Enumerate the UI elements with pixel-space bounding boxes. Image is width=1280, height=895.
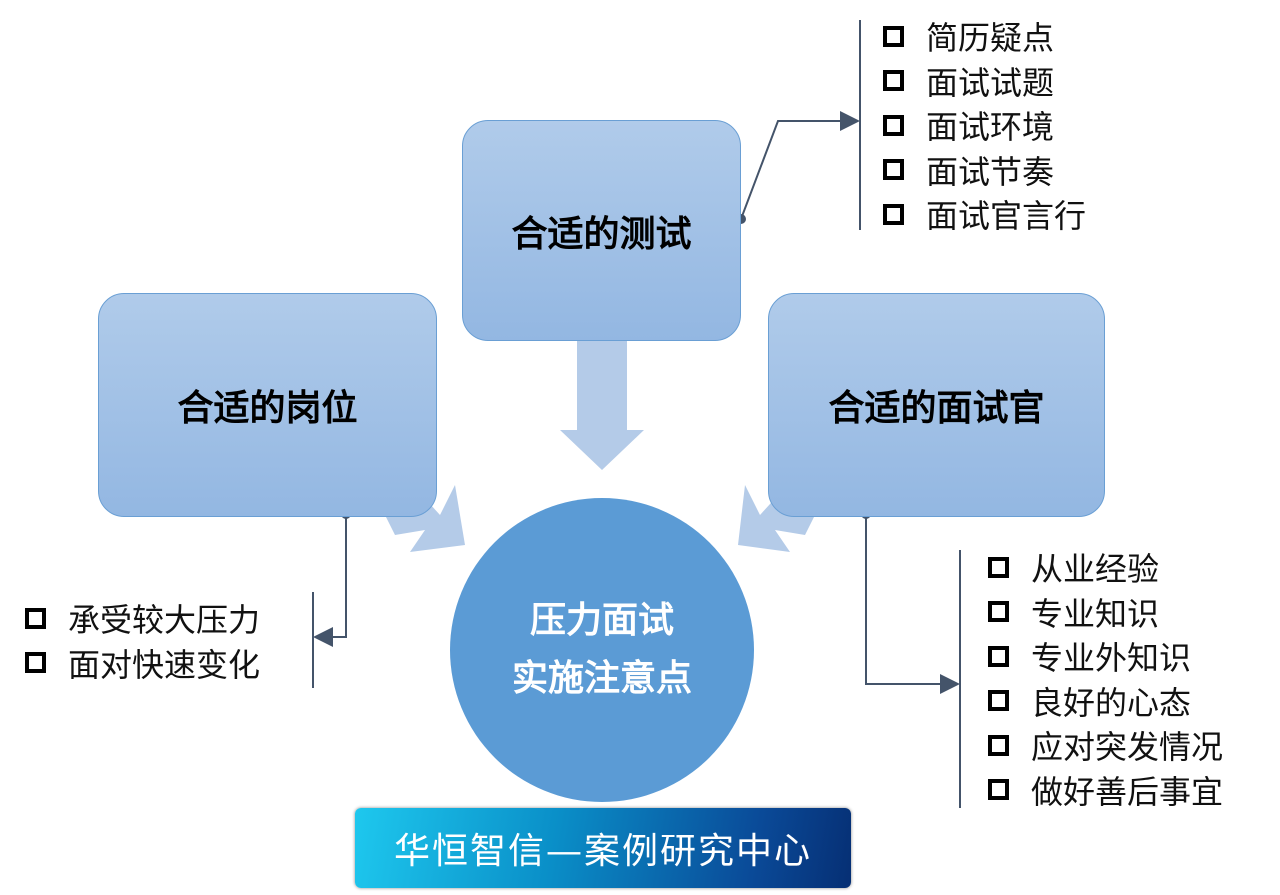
list-item: 面试节奏 xyxy=(883,148,1086,193)
item-text: 面试试题 xyxy=(926,63,1055,102)
checkbox-icon xyxy=(988,734,1009,756)
item-text: 面试环境 xyxy=(926,108,1055,147)
top-list: 简历疑点 面试试题 面试环境 面试节奏 面试官言行 xyxy=(883,14,1086,237)
list-item: 做好善后事宜 xyxy=(988,768,1223,813)
checkbox-icon xyxy=(988,690,1009,712)
left-list: 承受较大压力 面对快速变化 xyxy=(25,596,260,685)
item-text: 承受较大压力 xyxy=(68,601,261,640)
checkbox-icon xyxy=(25,607,46,629)
down-arrow xyxy=(560,340,644,470)
right-diagonal-arrow xyxy=(738,485,815,552)
item-text: 面试官言行 xyxy=(926,197,1087,236)
item-text: 简历疑点 xyxy=(926,19,1055,58)
checkbox-icon xyxy=(883,25,904,47)
list-item: 承受较大压力 xyxy=(25,596,260,641)
checkbox-icon xyxy=(988,556,1009,578)
list-item: 从业经验 xyxy=(988,545,1223,590)
list-item: 面对快速变化 xyxy=(25,641,260,686)
box-label: 合适的测试 xyxy=(511,213,692,255)
footer-banner: 华恒智信—案例研究中心 xyxy=(355,808,851,888)
item-text: 从业经验 xyxy=(1031,550,1160,589)
right-list: 从业经验 专业知识 专业外知识 良好的心态 应对突发情况 做好善后事宜 xyxy=(988,545,1223,812)
item-text: 良好的心态 xyxy=(1031,683,1192,722)
item-text: 面试节奏 xyxy=(926,152,1055,191)
list-item: 良好的心态 xyxy=(988,679,1223,724)
item-text: 做好善后事宜 xyxy=(1031,772,1224,811)
box-suitable-interviewer: 合适的面试官 xyxy=(768,293,1105,517)
banner-text: 华恒智信—案例研究中心 xyxy=(393,831,812,872)
checkbox-icon xyxy=(883,70,904,92)
box-label: 合适的面试官 xyxy=(828,388,1045,429)
item-text: 专业知识 xyxy=(1031,594,1160,633)
checkbox-icon xyxy=(883,114,904,136)
list-item: 面试试题 xyxy=(883,59,1086,104)
center-circle: 压力面试 实施注意点 xyxy=(450,498,754,802)
list-item: 专业知识 xyxy=(988,590,1223,635)
list-item: 简历疑点 xyxy=(883,14,1086,59)
item-text: 面对快速变化 xyxy=(68,645,261,684)
checkbox-icon xyxy=(883,203,904,225)
checkbox-icon xyxy=(988,601,1009,623)
center-line-2: 实施注意点 xyxy=(511,658,692,699)
item-text: 专业外知识 xyxy=(1031,639,1192,678)
checkbox-icon xyxy=(988,645,1009,667)
checkbox-icon xyxy=(25,652,46,674)
left-diagonal-arrow xyxy=(385,485,465,552)
box-label: 合适的岗位 xyxy=(177,388,358,429)
list-item: 面试环境 xyxy=(883,103,1086,148)
box-suitable-test: 合适的测试 xyxy=(462,120,741,341)
list-item: 应对突发情况 xyxy=(988,723,1223,768)
list-item: 专业外知识 xyxy=(988,634,1223,679)
item-text: 应对突发情况 xyxy=(1031,728,1224,767)
list-item: 面试官言行 xyxy=(883,192,1086,237)
center-line-1: 压力面试 xyxy=(529,600,674,641)
checkbox-icon xyxy=(988,779,1009,801)
checkbox-icon xyxy=(883,159,904,181)
box-suitable-position: 合适的岗位 xyxy=(98,293,437,517)
